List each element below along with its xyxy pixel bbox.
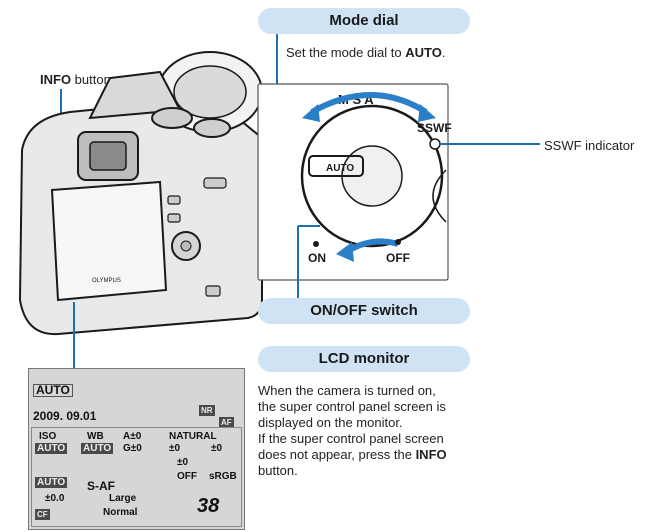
lcd-card: CF <box>35 509 50 520</box>
switch-on-text: ON <box>308 251 326 265</box>
lcd-af: AF <box>219 417 234 428</box>
lcd-quality-1: Large <box>109 493 137 504</box>
lcd-exp-comp: ±0.0 <box>45 493 65 504</box>
lcd-quality-2: Normal <box>103 507 138 518</box>
super-control-panel: AUTO 2009. 09.01 NR AF ISO AUTO WB AUTO … <box>28 368 245 530</box>
mode-dial-text: Set the mode dial to AUTO. <box>286 45 446 60</box>
lcd-date: 2009. 09.01 <box>33 409 97 423</box>
camera-brand-text: OLYMPUS <box>92 278 121 284</box>
lcd-focus-mode: S-AF <box>87 479 115 493</box>
lcd-face-detect: OFF <box>177 471 197 482</box>
lcd-wb-value: AUTO <box>81 443 114 454</box>
lcd-grid <box>31 427 242 527</box>
lcd-iso-label: ISO <box>39 431 57 442</box>
mode-dial-title: Mode dial <box>258 8 470 34</box>
lcd-nr: NR <box>199 405 215 416</box>
info-button-leader <box>60 89 62 131</box>
lcd-sharp: ±0 <box>211 443 223 454</box>
lcd-wb-a: A±0 <box>123 431 142 442</box>
dial-sswf-text: SSWF <box>417 121 452 135</box>
switch-off-text: OFF <box>386 251 410 265</box>
lcd-picture-mode: NATURAL <box>169 431 217 442</box>
lcd-mode: AUTO <box>33 384 73 397</box>
lcd-description: When the camera is turned on, the super … <box>258 383 447 478</box>
lcd-flash-value: AUTO <box>35 477 68 488</box>
lcd-iso-value: AUTO <box>35 443 68 454</box>
info-button-label: INFO button <box>40 72 111 87</box>
lcd-saturation: ±0 <box>177 457 189 468</box>
lcd-color-space: sRGB <box>209 471 237 482</box>
lcd-wb-g: G±0 <box>123 443 142 454</box>
lcd-monitor-title: LCD monitor <box>258 346 470 372</box>
lcd-shots-remaining: 38 <box>197 495 220 517</box>
dial-auto-text: AUTO <box>326 163 354 174</box>
onoff-switch-title: ON/OFF switch <box>258 298 470 324</box>
lcd-wb-label: WB <box>87 431 104 442</box>
lcd-contrast: ±0 <box>169 443 181 454</box>
sswf-indicator-label: SSWF indicator <box>544 138 635 153</box>
